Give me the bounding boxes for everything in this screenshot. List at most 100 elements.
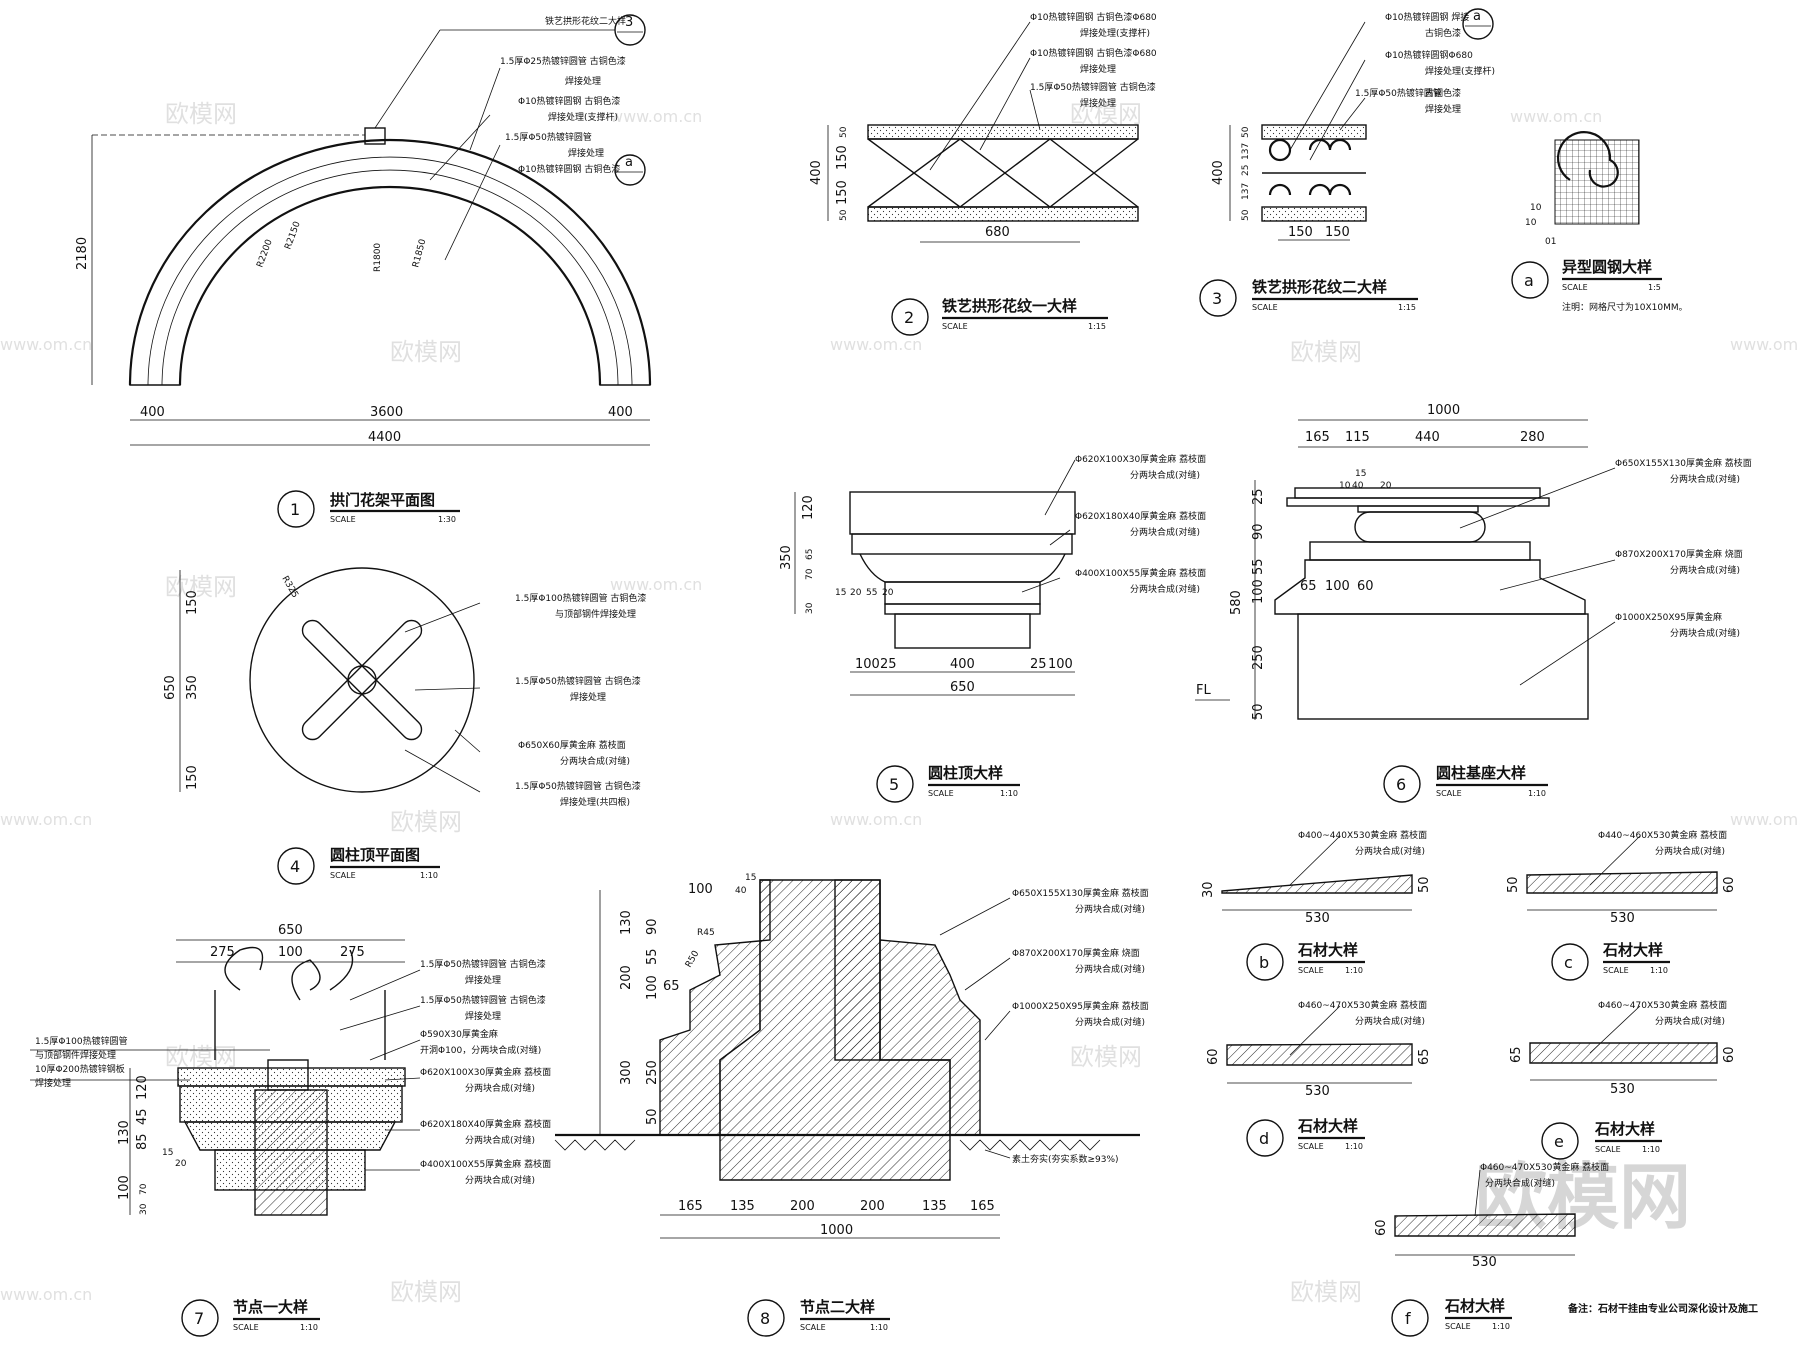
detail-title: 石材大样 [1444, 1297, 1505, 1315]
note: 焊接处理(支撑杆) [1425, 65, 1495, 77]
detail-number: 3 [1212, 289, 1222, 308]
dim: 650 [278, 923, 303, 938]
dim: 100 [645, 975, 660, 1000]
note: 焊接处理 [1080, 97, 1116, 109]
note: 古铜色漆 [1425, 27, 1461, 39]
note: 分两块合成(对缝) [1075, 963, 1145, 975]
dim: 130 [619, 910, 634, 935]
dim: 50 [1241, 126, 1251, 138]
note: Φ650X155X130厚黄金麻 荔枝面 [1012, 887, 1149, 899]
dim: 30 [805, 602, 815, 614]
dim: 165 [1305, 430, 1330, 445]
dim: 150 [835, 145, 850, 170]
dim-height: 2180 [75, 237, 90, 270]
note: 分两块合成(对缝) [465, 1174, 535, 1186]
dim: 90 [1251, 523, 1266, 540]
watermark-brand: 欧模网 [165, 573, 237, 601]
detail-number: b [1259, 953, 1269, 972]
dim: 25 [880, 657, 897, 672]
dim: 400 [608, 405, 633, 420]
note: Φ440~460X530黄金麻 荔枝面 [1598, 829, 1727, 841]
note: 分两块合成(对缝) [1670, 564, 1740, 576]
note: Φ10热镀锌圆钢 焊接 [1385, 11, 1469, 23]
detail-title: 圆柱顶大样 [928, 764, 1003, 782]
watermark-url: www.om.cn [0, 810, 92, 829]
note: Φ10热镀锌圆钢 古铜色漆Φ680 [1030, 47, 1157, 59]
note: 焊接处理 [570, 691, 606, 703]
watermark-url: www.om.cn [0, 335, 92, 354]
dim: 530 [1472, 1255, 1497, 1270]
note: Φ400X100X55厚黄金麻 荔枝面 [420, 1158, 551, 1170]
dim: 50 [1241, 209, 1251, 221]
note: 分两块合成(对缝) [465, 1134, 535, 1146]
dim: 350 [185, 675, 200, 700]
note: Φ10热镀锌圆钢Φ680 [1385, 49, 1473, 61]
detail-title: 石材大样 [1297, 1117, 1358, 1135]
detail-number: f [1405, 1309, 1411, 1328]
dim: 45 [135, 1108, 150, 1125]
dim: 400 [950, 657, 975, 672]
detail-c-stone: 530 50 60 Φ440~460X530黄金麻 荔枝面 分两块合成(对缝) … [1506, 829, 1737, 981]
dim: 60 [1722, 1046, 1737, 1063]
note: Φ460~470X530黄金麻 荔枝面 [1598, 999, 1727, 1011]
callout-3 [614, 14, 646, 46]
watermark-brand: 欧模网 [390, 338, 462, 366]
note: 1.5厚Φ100热镀锌圆管 [35, 1035, 128, 1047]
detail-6-column-base: FL 1000 165 115 440 280 15 20 10 40 580 … [1195, 403, 1752, 803]
scale-value: 1:10 [1000, 789, 1018, 798]
detail-5-column-capital: 350 120 65 70 30 15 20 55 20 100 25 400 … [779, 453, 1206, 803]
note: Φ10热镀锌圆钢 古铜色漆Φ680 [1030, 11, 1157, 23]
note: 1.5厚Φ50热镀锌圆管 [1355, 87, 1442, 99]
note: Φ650X60厚黄金麻 荔枝面 [518, 739, 626, 751]
dim: 200 [619, 965, 634, 990]
note: 分两块合成(对缝) [1130, 469, 1200, 481]
dim: 100 [688, 882, 713, 897]
watermark-url: www.om.cn [830, 810, 922, 829]
dim: 15 [745, 873, 756, 883]
note: Φ460~470X530黄金麻 荔枝面 [1480, 1161, 1609, 1173]
dim: 55 [645, 948, 660, 965]
watermark-brand: 欧模网 [1290, 1278, 1362, 1306]
note: Φ870X200X170厚黄金麻 烧面 [1615, 548, 1743, 560]
dim: 100 [1251, 579, 1266, 604]
dim: 01 [1545, 237, 1556, 247]
dim: 10 [1530, 203, 1542, 213]
note: 铁艺拱形花纹二大样 [545, 15, 626, 27]
note: 与顶部钢件焊接处理 [555, 608, 636, 620]
note: Φ400X100X55厚黄金麻 荔枝面 [1075, 567, 1206, 579]
watermarks: 欧模网 www.om.cn 欧模网 www.om.cn www.om.cn 欧模… [0, 100, 1800, 1306]
dim: 20 [175, 1159, 187, 1169]
note: 分两块合成(对缝) [1670, 473, 1740, 485]
detail-a-shaped-steel: 10 10 01 a 异型圆钢大样 SCALE 1:5 注明：网格尺寸为10X1… [1511, 131, 1688, 313]
watermark-url: www.om.cn [1730, 335, 1800, 354]
scale-label: SCALE [233, 1323, 259, 1332]
dim: 150 [1288, 225, 1313, 240]
dim: 150 [185, 765, 200, 790]
dim: 440 [1415, 430, 1440, 445]
dim: 120 [801, 495, 816, 520]
dim: 100 [855, 657, 880, 672]
dim: 20 [1380, 481, 1392, 491]
dim: 250 [645, 1060, 660, 1085]
dim: 350 [779, 545, 794, 570]
detail-number: 5 [889, 775, 899, 794]
note: 1.5厚Φ25热镀锌圆管 古铜色漆 [500, 55, 626, 67]
note: 1.5厚Φ50热镀锌圆管 古铜色漆 [420, 958, 546, 970]
dim: 50 [1417, 876, 1432, 893]
watermark-url: www.om.cn [610, 107, 702, 126]
note: 焊接处理 [465, 1010, 501, 1022]
note: 1.5厚Φ50热镀锌圆管 古铜色漆 [420, 994, 546, 1006]
detail-title: 异型圆钢大样 [1562, 258, 1652, 276]
note: 1.5厚Φ50热镀锌圆管 古铜色漆 [515, 780, 641, 792]
dim: 400 [1211, 160, 1226, 185]
note: 分两块合成(对缝) [1355, 845, 1425, 857]
fl-label: FL [1196, 683, 1211, 698]
scale-label: SCALE [330, 871, 356, 880]
note: 10厚Φ200热镀锌钢板 [35, 1063, 125, 1075]
dim: 300 [619, 1060, 634, 1085]
note: 素土夯实(夯实系数≥93%) [1012, 1153, 1119, 1165]
note: 焊接处理 [35, 1077, 71, 1089]
dim: 30 [139, 1203, 149, 1215]
callout-label: 3 [625, 15, 633, 30]
watermark-url: www.om.cn [1510, 107, 1602, 126]
